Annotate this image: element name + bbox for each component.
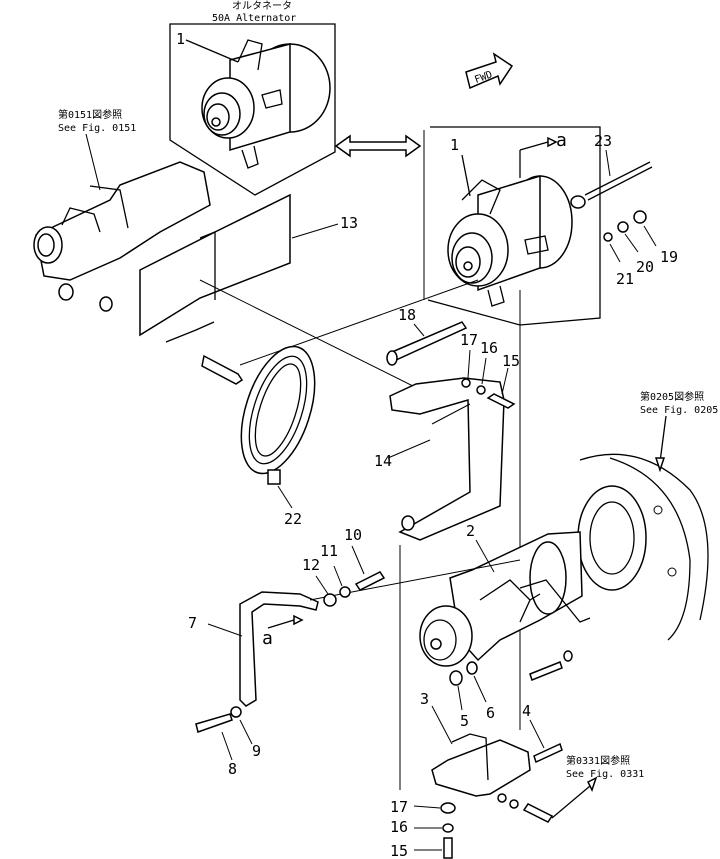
callout-23: 23 bbox=[594, 132, 612, 150]
ref-0205-jp: 第0205図参照 bbox=[640, 390, 704, 403]
callout-4: 4 bbox=[522, 702, 531, 720]
alternator-inset: オルタネータ 50A Alternator bbox=[169, 0, 336, 196]
bracket-14 bbox=[389, 377, 505, 541]
callout-17-top: 17 bbox=[460, 331, 478, 349]
link-arm-7 bbox=[239, 591, 319, 707]
callout-13: 13 bbox=[340, 214, 358, 232]
callout-7: 7 bbox=[188, 614, 197, 632]
belt-22 bbox=[240, 345, 316, 485]
ref-0151-jp: 第0151図参照 bbox=[58, 108, 122, 121]
double-arrow bbox=[334, 134, 422, 158]
callout-6: 6 bbox=[486, 704, 495, 722]
callout-8: 8 bbox=[228, 760, 237, 778]
callout-22: 22 bbox=[284, 510, 302, 528]
ref-0331-jp: 第0331図参照 bbox=[566, 754, 630, 767]
ref-0151-en: See Fig. 0151 bbox=[58, 123, 136, 134]
alternator-detail bbox=[447, 174, 573, 307]
callout-19: 19 bbox=[660, 248, 678, 266]
ref-0205-en: See Fig. 0205 bbox=[640, 405, 718, 416]
callout-14: 14 bbox=[374, 452, 392, 470]
callout-1-detail: 1 bbox=[450, 136, 459, 154]
callout-20: 20 bbox=[636, 258, 654, 276]
callout-5: 5 bbox=[460, 712, 469, 730]
callout-2: 2 bbox=[466, 522, 475, 540]
callout-16-bottom: 16 bbox=[390, 818, 408, 836]
fwd-arrow: FWD bbox=[465, 52, 514, 90]
inset-title-en: 50A Alternator bbox=[212, 13, 296, 24]
exhaust-pipe bbox=[33, 161, 211, 281]
bracket-3 bbox=[431, 733, 531, 797]
callout-17-bottom: 17 bbox=[390, 798, 408, 816]
alternator-detail-box bbox=[427, 126, 601, 326]
callout-15-bottom: 15 bbox=[390, 842, 408, 859]
pulley-assembly-2 bbox=[419, 531, 583, 667]
callout-10: 10 bbox=[344, 526, 362, 544]
cable-23 bbox=[570, 161, 653, 209]
callout-11: 11 bbox=[320, 542, 338, 560]
callout-1-inset: 1 bbox=[176, 30, 185, 48]
bolt-18 bbox=[386, 321, 468, 366]
marker-a-top: a bbox=[556, 130, 567, 151]
callout-9: 9 bbox=[252, 742, 261, 760]
flywheel-housing bbox=[577, 453, 709, 641]
callout-18: 18 bbox=[398, 306, 416, 324]
callout-15-top: 15 bbox=[502, 352, 520, 370]
bracket-13 bbox=[139, 193, 291, 337]
callout-12: 12 bbox=[302, 556, 320, 574]
inset-title-jp: オルタネータ bbox=[232, 0, 292, 12]
ref-0331-en: See Fig. 0331 bbox=[566, 769, 644, 780]
callout-3: 3 bbox=[420, 690, 429, 708]
marker-a-bottom: a bbox=[262, 628, 273, 649]
callout-16-top: 16 bbox=[480, 339, 498, 357]
callout-21: 21 bbox=[616, 270, 634, 288]
